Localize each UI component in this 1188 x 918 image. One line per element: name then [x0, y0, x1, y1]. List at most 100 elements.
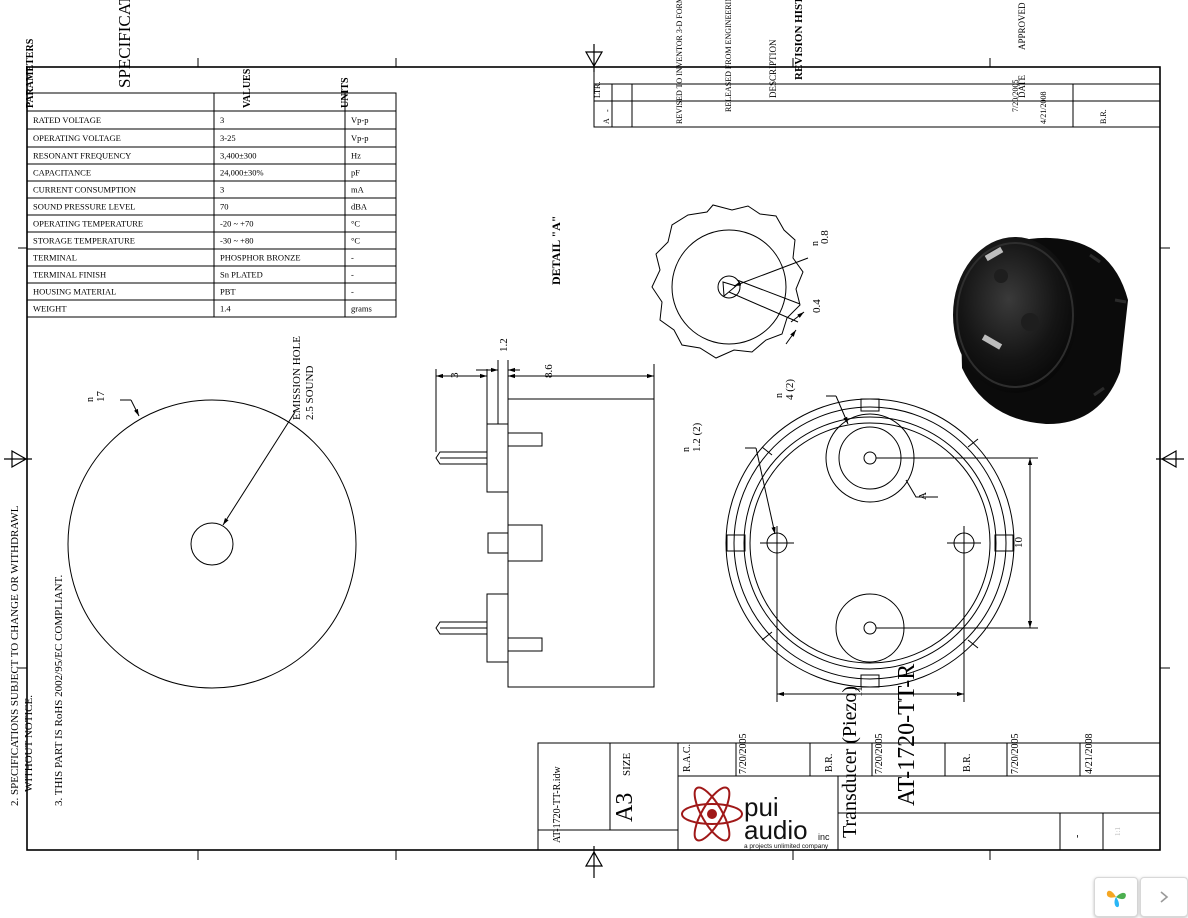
top-view-diameter-symbol: n — [85, 397, 96, 402]
spec-row-2-parameter: OPERATING VOLTAGE — [33, 133, 121, 143]
pui-audio-logo: pui audio inc a projects unlimited compa… — [681, 786, 830, 850]
centering-marks — [4, 44, 1184, 878]
sheet-border — [18, 58, 1170, 860]
checked-date: 7/20/2005 — [874, 733, 885, 774]
part-description: Transducer (Piezo) — [839, 686, 861, 838]
bottom-view-boss-symbol: n — [774, 393, 785, 398]
side-view-pin-length: 3 — [449, 372, 461, 378]
revision-row-1-ltr: - — [603, 109, 612, 112]
revision-row-2-approved: B.R. — [1099, 109, 1108, 124]
revision-header-description: DESCRIPTION — [768, 39, 778, 98]
revision-row-2-ltr: A — [602, 118, 611, 124]
revision-row-1-date: 7/20/2005 — [1011, 80, 1020, 112]
sound-hole-label-2: EMISSION HOLE — [291, 336, 303, 420]
drawn-by: R.A.C. — [682, 744, 693, 772]
spec-row-4-unit: pF — [351, 168, 360, 178]
top-view-diameter: 17 — [95, 391, 107, 403]
side-view-height: 8.6 — [543, 364, 555, 378]
revision-row-2-description: REVISED TO INVENTOR 3-D FORMAT — [675, 0, 684, 124]
spec-row-7-unit: °C — [351, 219, 360, 229]
spec-row-3-unit: Hz — [351, 151, 361, 161]
bottom-view-pitch: 10 — [1013, 537, 1025, 549]
spec-row-6-unit: dBA — [351, 202, 368, 212]
bottom-view-boss: 4 (2) — [784, 379, 796, 400]
bottom-view — [725, 395, 1038, 702]
sound-hole-label-1: 2.5 SOUND — [304, 366, 316, 420]
spec-row-10-parameter: TERMINAL FINISH — [33, 270, 106, 280]
revision-row-1-description: RELEASED FROM ENGINEERING — [724, 0, 733, 112]
spec-row-6-parameter: SOUND PRESSURE LEVEL — [33, 202, 135, 212]
title-block: R.A.C. 7/20/2005 B.R. 7/20/2005 B.R. 7/2… — [537, 664, 1161, 851]
logo-text-audio: audio — [744, 815, 808, 845]
viewer-logo-button[interactable] — [1094, 877, 1138, 917]
revised-date: 4/21/2008 — [1084, 733, 1095, 774]
spec-row-12-unit: grams — [351, 304, 372, 314]
detail-a-wall: 0.4 — [811, 299, 823, 313]
spec-row-7-parameter: OPERATING TEMPERATURE — [33, 219, 143, 229]
atom-logo-icon — [681, 786, 743, 842]
revision-header-ltr: LTR. — [593, 82, 602, 98]
spec-row-4-parameter: CAPACITANCE — [33, 168, 91, 178]
spec-row-9-parameter: TERMINAL — [33, 253, 77, 263]
spec-header-parameters: PARAMETERS — [25, 38, 36, 108]
bottom-view-hole: 1.2 (2) — [691, 422, 703, 452]
spec-row-3-value: 3,400±300 — [220, 151, 257, 161]
specifications-table: SPECIFICATIONS PARAMETERS VALUES UNITS R… — [25, 0, 397, 318]
checked-by: B.R. — [824, 754, 835, 772]
size-value: A3 — [612, 793, 638, 822]
detail-a-pin-symbol: n — [810, 241, 821, 246]
spec-row-7-value: -20 ~ +70 — [220, 219, 253, 229]
next-page-button[interactable] — [1140, 877, 1188, 917]
spec-row-11-value: PBT — [220, 287, 236, 297]
drawing-notes: 2. SPECIFICATIONS SUBJECT TO CHANGE OR W… — [9, 505, 65, 806]
spec-row-11-parameter: HOUSING MATERIAL — [33, 287, 116, 297]
scale-value: 1:1 — [1114, 827, 1122, 836]
spec-row-5-value: 3 — [220, 185, 224, 195]
spec-row-8-unit: °C — [351, 236, 360, 246]
spec-row-1-parameter: RATED VOLTAGE — [33, 115, 101, 125]
spec-row-1-value: 3 — [220, 115, 224, 125]
detail-a-callout: A — [917, 492, 929, 500]
spec-title: SPECIFICATIONS — [115, 0, 134, 88]
side-view-pin-width: 1.2 — [498, 338, 510, 352]
logo-text-pui: pui — [744, 792, 779, 822]
chevron-right-icon — [1160, 891, 1169, 903]
side-view — [435, 360, 655, 688]
spec-header-values: VALUES — [242, 68, 253, 108]
revision-value: - — [1072, 835, 1083, 838]
spec-row-8-value: -30 ~ +80 — [220, 236, 253, 246]
part-title: AT-1720-TT-R — [894, 664, 920, 806]
logo-text-inc: inc — [818, 832, 830, 842]
note-2-line-2: WITHOUT NOTICE. — [23, 695, 35, 792]
spec-row-9-value: PHOSPHOR BRONZE — [220, 253, 301, 263]
spec-row-4-value: 24,000±30% — [220, 168, 264, 178]
drawn-date: 7/20/2005 — [738, 733, 749, 774]
spec-row-12-parameter: WEIGHT — [33, 304, 67, 314]
spec-row-1-unit: Vp-p — [351, 115, 368, 125]
leaf-logo-icon — [1106, 890, 1126, 908]
spec-row-2-value: 3-25 — [220, 133, 236, 143]
spec-header-units: UNITS — [340, 77, 351, 108]
spec-row-12-value: 1.4 — [220, 304, 231, 314]
spec-row-2-unit: Vp-p — [351, 133, 368, 143]
approved-date: 7/20/2005 — [1010, 733, 1021, 774]
detail-a-view — [651, 204, 809, 359]
spec-row-11-unit: - — [351, 287, 354, 297]
note-3: 3. THIS PART IS RoHS 2002/95/EC COMPLIAN… — [53, 575, 65, 806]
spec-row-10-value: Sn PLATED — [220, 270, 263, 280]
revision-header-approved: APPROVED — [1017, 2, 1027, 50]
spec-row-8-parameter: STORAGE TEMPERATURE — [33, 236, 135, 246]
spec-row-10-unit: - — [351, 270, 354, 280]
revision-title: REVISION HISTORY — [793, 0, 805, 80]
spec-row-3-parameter: RESONANT FREQUENCY — [33, 151, 131, 161]
bottom-view-width: 11 — [853, 686, 865, 697]
file-name: AT-1720-TT-R.idw — [552, 765, 563, 843]
detail-a-pin: 0.8 — [819, 230, 831, 244]
size-label: SIZE — [621, 753, 633, 777]
revision-row-2-date: 4/21/2008 — [1039, 92, 1048, 124]
revision-history-table: REVISION HISTORY LTR. DESCRIPTION DATE A… — [593, 0, 1161, 128]
isometric-render — [953, 237, 1128, 425]
approved-by: B.R. — [962, 754, 973, 772]
detail-a-title: DETAIL "A" — [549, 216, 563, 285]
